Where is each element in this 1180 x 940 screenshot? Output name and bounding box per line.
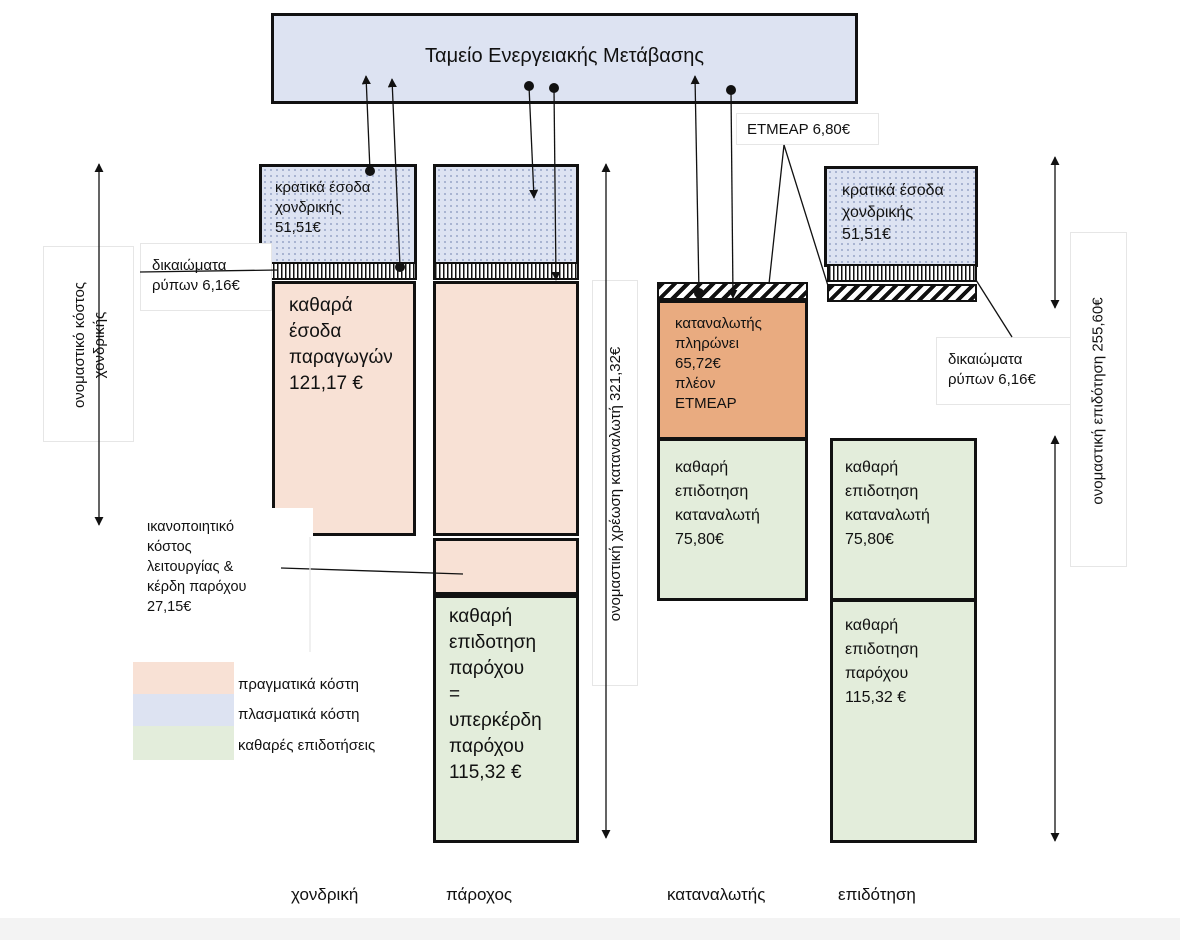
etmear-leader-2 (783, 144, 830, 290)
etmear-label-frame: ETMEAP 6,80€ (736, 113, 879, 145)
provider-opcost-box (433, 538, 579, 595)
fund-title: Ταμείο Ενεργειακής Μετάβασης (425, 45, 704, 67)
subsidy-etmear-strip (827, 284, 977, 302)
provider-nominal-charge-frame: ονομαστική χρέωση καταναλωτή 321,32€ (592, 280, 638, 686)
consumer-net-subsidy-text: καθαρή επιδοτηση καταναλωτή 75,80€ (675, 459, 760, 548)
wholesale-state-revenue-box (259, 164, 417, 266)
fund-to-provider-arrow (528, 85, 539, 199)
legend-label-net: καθαρές επιδοτήσεις (238, 737, 376, 754)
legend-swatch-net (133, 726, 234, 760)
wholesale-rights-leader (139, 269, 279, 273)
etmear-label: ETMEAP 6,80€ (747, 121, 851, 138)
subsidy-state-revenue-text: κρατικά έσοδα χονδρικής 51,51€ (842, 182, 944, 243)
consumer-pays-text: καταναλωτής πληρώνει 65,72€ πλέον ETMEAP (675, 315, 762, 412)
legend-label-real: πραγματικά κόστη (238, 676, 359, 693)
consumer-to-fund-arrow (690, 75, 700, 294)
provider-opcost-label-frame: ικανοποιητικό κόστος λειτουργίας & κέρδη… (137, 508, 313, 634)
column-label-wholesale: χονδρική (291, 885, 359, 904)
legend-label-fictitious: πλασματικά κόστη (238, 706, 360, 723)
subsidy-consumer-box (830, 438, 977, 601)
subsidy-rights-label: δικαιώματα ρύπων 6,16€ (948, 351, 1036, 388)
provider-peach-box (433, 281, 579, 536)
consumer-etmear-dot (694, 288, 704, 298)
subsidy-rights-strip (827, 264, 977, 282)
wholesale-producer-income-text: καθαρά έσοδα παραγωγών 121,17 € (289, 295, 393, 394)
subsidy-nominal-frame: ονομαστική επιδότηση 255,60€ (1070, 232, 1127, 567)
fund-to-provider-rights-arrow (551, 87, 561, 281)
etmear-leader-1 (768, 144, 785, 285)
provider-net-subsidy-box (433, 595, 579, 843)
wholesale-nominal-cost-frame: ονομαστικό κόστος χονδρικής (43, 246, 134, 442)
bottom-strip (0, 918, 1180, 940)
subsidy-rights-label-frame: δικαιώματα ρύπων 6,16€ (936, 337, 1073, 405)
consumer-pays-box (657, 300, 808, 440)
consumer-net-subsidy-box (657, 438, 808, 601)
wholesale-rights-dot (395, 262, 405, 272)
wholesale-rights-label-frame: δικαιώματα ρύπων 6,16€ (140, 243, 272, 311)
fund-box: Ταμείο Ενεργειακής Μετάβασης (271, 13, 858, 104)
provider-net-subsidy-text: καθαρή επιδοτηση παρόχου = υπερκέρδη παρ… (449, 606, 542, 783)
column-label-subsidy: επιδότηση (838, 885, 916, 904)
fund-provider-dot (524, 81, 534, 91)
wholesale-revenue-dot (365, 166, 375, 176)
wholesale-state-revenue-text: κρατικά έσοδα χονδρικής 51,51€ (275, 179, 371, 236)
legend-swatch-fictitious (133, 694, 234, 726)
opcost-leader (280, 567, 464, 575)
subsidy-consumer-text: καθαρή επιδοτηση καταναλωτή 75,80€ (845, 459, 930, 548)
wholesale-rights-up-arrow (387, 78, 401, 268)
column-label-provider: πάροχος (446, 885, 513, 904)
provider-rights-strip (433, 262, 579, 280)
wholesale-revenue-up-arrow (361, 75, 371, 172)
column-label-consumer: καταναλωτής (667, 885, 766, 904)
fund-to-consumer-arrow (728, 89, 738, 299)
fund-provider-rights-dot (549, 83, 559, 93)
subsidy-rights-leader (975, 279, 1013, 338)
wholesale-producer-income-box (272, 281, 416, 536)
legend-swatch-real (133, 662, 234, 694)
fund-consumer-dot (726, 85, 736, 95)
subsidy-provider-box (830, 599, 977, 843)
subsidy-provider-text: καθαρή επιδοτηση παρόχου 115,32 € (845, 617, 919, 706)
provider-opcost-label: ικανοποιητικό κόστος λειτουργίας & κέρδη… (147, 519, 247, 615)
wholesale-rights-label: δικαιώματα ρύπων 6,16€ (152, 257, 240, 294)
